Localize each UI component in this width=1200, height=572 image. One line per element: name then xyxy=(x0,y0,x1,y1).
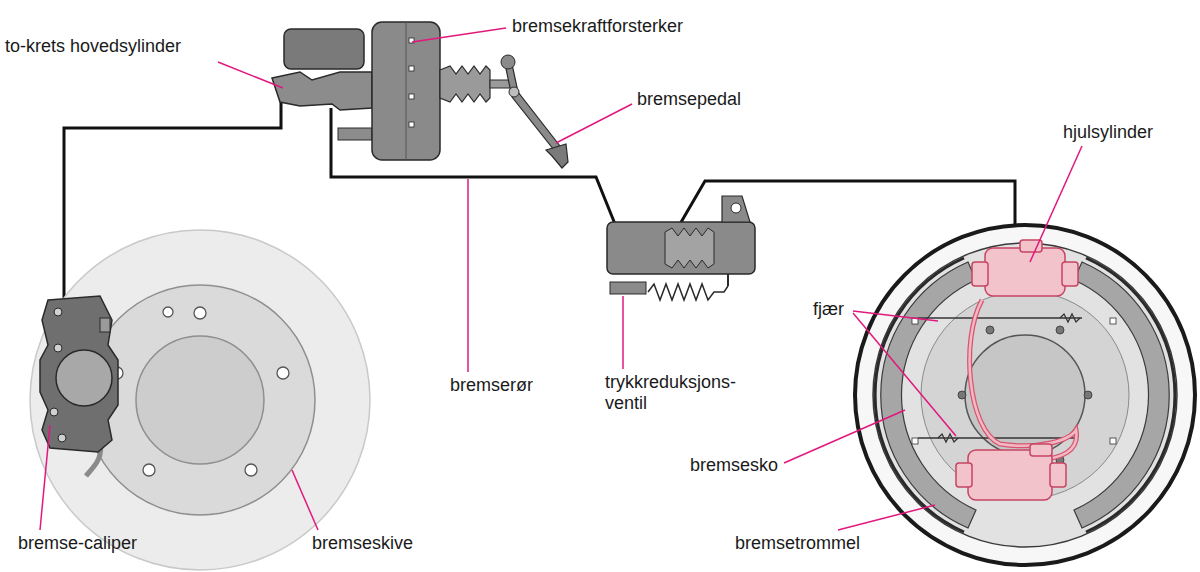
part-label: to-krets hovedsylinder xyxy=(5,36,181,57)
brake-disc xyxy=(30,230,370,570)
part-label: bremsesko xyxy=(690,455,778,476)
part-label: bremsepedal xyxy=(637,89,741,110)
leader-lines xyxy=(40,28,1082,530)
pressure-valve xyxy=(607,196,755,300)
brake-pedal xyxy=(501,55,568,168)
part-label: bremsetrommel xyxy=(735,533,860,554)
part-label: bremserør xyxy=(450,375,533,396)
part-label: bremseskive xyxy=(312,533,413,554)
part-label: fjær xyxy=(813,299,844,320)
part-label: bremsekraftforsterker xyxy=(512,16,683,37)
part-label: bremse-caliper xyxy=(18,533,137,554)
part-label: hjulsylinder xyxy=(1063,122,1153,143)
part-label: trykkreduksjons- ventil xyxy=(605,372,736,413)
master-cylinder xyxy=(272,29,372,140)
drum-brake xyxy=(855,225,1195,565)
brake-booster xyxy=(372,22,514,160)
brake-caliper xyxy=(40,296,118,476)
